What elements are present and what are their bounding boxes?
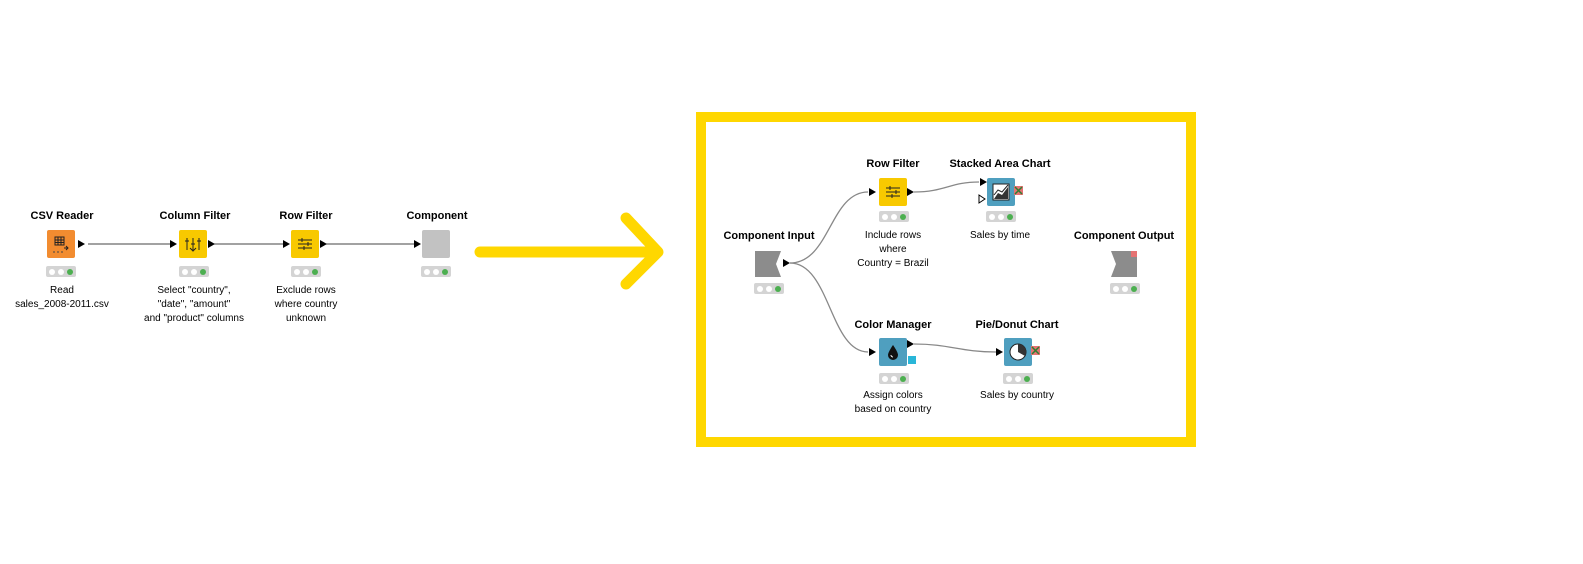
node-title: Component Input (723, 230, 815, 242)
column-filter-node[interactable] (179, 230, 207, 258)
output-port-arrow (208, 240, 215, 248)
node-title: Pie/Donut Chart (975, 319, 1059, 331)
input-port-arrow (283, 240, 290, 248)
input-port-arrow (414, 240, 421, 248)
node-title: CSV Reader (30, 210, 94, 222)
color-model-port (908, 356, 916, 364)
expand-arrow-icon (474, 212, 664, 290)
connection-line (789, 191, 869, 264)
node-description: Sales by time (969, 230, 1031, 241)
status-traffic-light (179, 266, 209, 277)
column-filter-icon (185, 238, 201, 252)
csv-reader-node[interactable] (47, 230, 75, 258)
node-title: Row Filter (866, 158, 920, 170)
component-input-icon (755, 251, 781, 277)
status-traffic-light (879, 211, 909, 222)
status-traffic-light (421, 266, 451, 277)
input-port-arrow (170, 240, 177, 248)
input-port-arrow (996, 348, 1003, 356)
error-port-icon (1014, 186, 1023, 195)
color-manager-icon (888, 345, 898, 360)
node-description: Select "country","date", "amount"and "pr… (144, 285, 244, 324)
csv-reader-icon (53, 236, 69, 253)
node-title: Component (406, 210, 468, 222)
status-traffic-light (46, 266, 76, 277)
error-port-icon (1031, 346, 1040, 355)
connection-line (789, 262, 869, 353)
color-manager-node[interactable] (879, 338, 907, 366)
input-port-arrow (980, 178, 987, 186)
status-traffic-light (754, 283, 784, 294)
row-filter-node[interactable] (291, 230, 319, 258)
stacked-area-chart-node[interactable] (987, 178, 1015, 206)
status-traffic-light (879, 373, 909, 384)
node-title: Stacked Area Chart (949, 158, 1051, 170)
component-content-frame (696, 112, 1196, 447)
node-title: Column Filter (159, 210, 231, 222)
output-port-arrow (907, 340, 914, 348)
output-port-arrow (783, 259, 790, 267)
status-traffic-light (1003, 373, 1033, 384)
optional-input-port (978, 194, 986, 204)
component-output-node[interactable] (1110, 250, 1138, 278)
component-input-node[interactable] (754, 250, 782, 278)
status-traffic-light (986, 211, 1016, 222)
node-title: Component Output (1073, 230, 1175, 242)
input-port-arrow (869, 348, 876, 356)
node-description: Sales by country (980, 390, 1054, 401)
component-node[interactable] (422, 230, 450, 258)
row-filter-node[interactable] (879, 178, 907, 206)
row-filter-icon (298, 238, 312, 250)
node-title: Color Manager (854, 319, 932, 331)
status-traffic-light (1110, 283, 1140, 294)
pie-chart-icon (1009, 343, 1027, 361)
output-port-arrow (907, 188, 914, 196)
row-filter-icon (886, 186, 900, 198)
component-output-icon (1111, 251, 1137, 277)
output-port-arrow (320, 240, 327, 248)
pie-chart-node[interactable] (1004, 338, 1032, 366)
status-traffic-light (291, 266, 321, 277)
stacked-area-chart-icon (992, 183, 1010, 201)
connection-line (913, 181, 980, 193)
input-port-arrow (869, 188, 876, 196)
output-port-arrow (78, 240, 85, 248)
node-title: Row Filter (279, 210, 333, 222)
connection-line (913, 343, 997, 353)
